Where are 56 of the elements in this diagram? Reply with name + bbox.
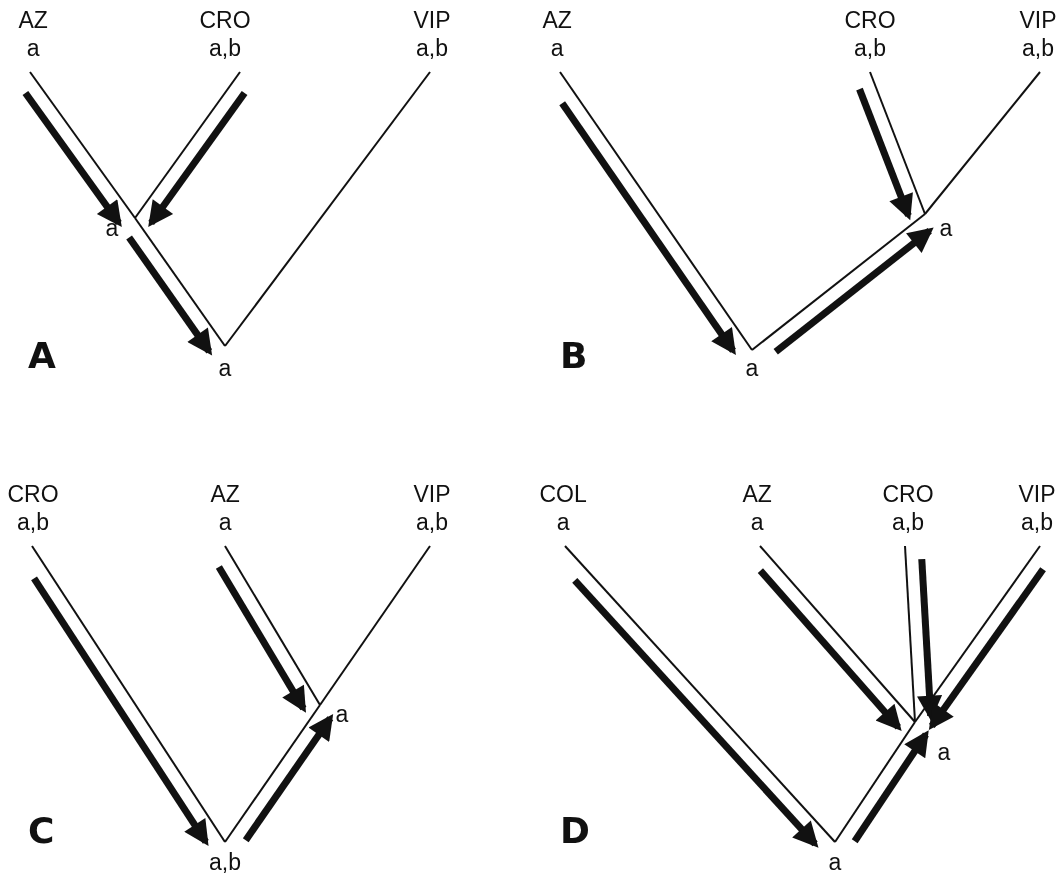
arrow (31, 576, 209, 847)
state-label: a (335, 700, 349, 728)
branch-line (224, 71, 431, 347)
state-label: a (937, 738, 951, 766)
arrow (148, 90, 248, 228)
arrow (126, 235, 213, 356)
taxon-label: CRO a,b (7, 480, 59, 536)
panel-letter: A (28, 335, 56, 376)
branch-line (29, 71, 136, 219)
arrow (757, 568, 902, 732)
branch-line (834, 721, 916, 843)
branch-line (224, 704, 321, 843)
taxon-label: VIP a,b (1019, 6, 1057, 62)
arrow (22, 90, 122, 228)
arrow (572, 578, 819, 848)
taxon-label: CRO a,b (882, 480, 934, 536)
arrow (928, 567, 1046, 731)
taxon-label: AZ a (742, 480, 772, 536)
taxon-label: CRO a,b (844, 6, 896, 62)
state-label: a,b (209, 848, 241, 876)
taxon-label: VIP a,b (413, 480, 451, 536)
taxon-label: AZ a (542, 6, 572, 62)
panel-letter: D (560, 810, 590, 851)
taxon-label: AZ a (18, 6, 48, 62)
branch-line (904, 545, 916, 723)
arrow (773, 227, 934, 355)
arrow (559, 101, 736, 355)
state-label: a (828, 848, 842, 876)
taxon-label: AZ a (210, 480, 240, 536)
arrow (851, 730, 929, 844)
arrow (856, 87, 913, 221)
arrow (242, 714, 334, 843)
branch-line (914, 545, 1041, 723)
branch-line (564, 545, 836, 843)
branch-line (224, 545, 321, 706)
branch-line (31, 545, 226, 843)
taxon-label: COL a (539, 480, 587, 536)
branch-line (869, 71, 926, 215)
branch-line (319, 545, 431, 706)
branch-line (134, 217, 226, 347)
branch-line (751, 213, 926, 351)
state-label: a (105, 214, 119, 242)
arrow (215, 565, 307, 713)
taxon-label: VIP a,b (1018, 480, 1056, 536)
state-label: a (218, 354, 232, 382)
panel-letter: B (560, 335, 588, 376)
branch-line (134, 71, 241, 219)
taxon-label: VIP a,b (413, 6, 451, 62)
arrow (916, 558, 943, 721)
state-label: a (939, 214, 953, 242)
branch-line (759, 545, 916, 723)
taxon-label: CRO a,b (199, 6, 251, 62)
branch-line (924, 71, 1041, 215)
state-label: a (745, 354, 759, 382)
branch-line (559, 71, 753, 351)
panel-letter: C (28, 810, 55, 851)
